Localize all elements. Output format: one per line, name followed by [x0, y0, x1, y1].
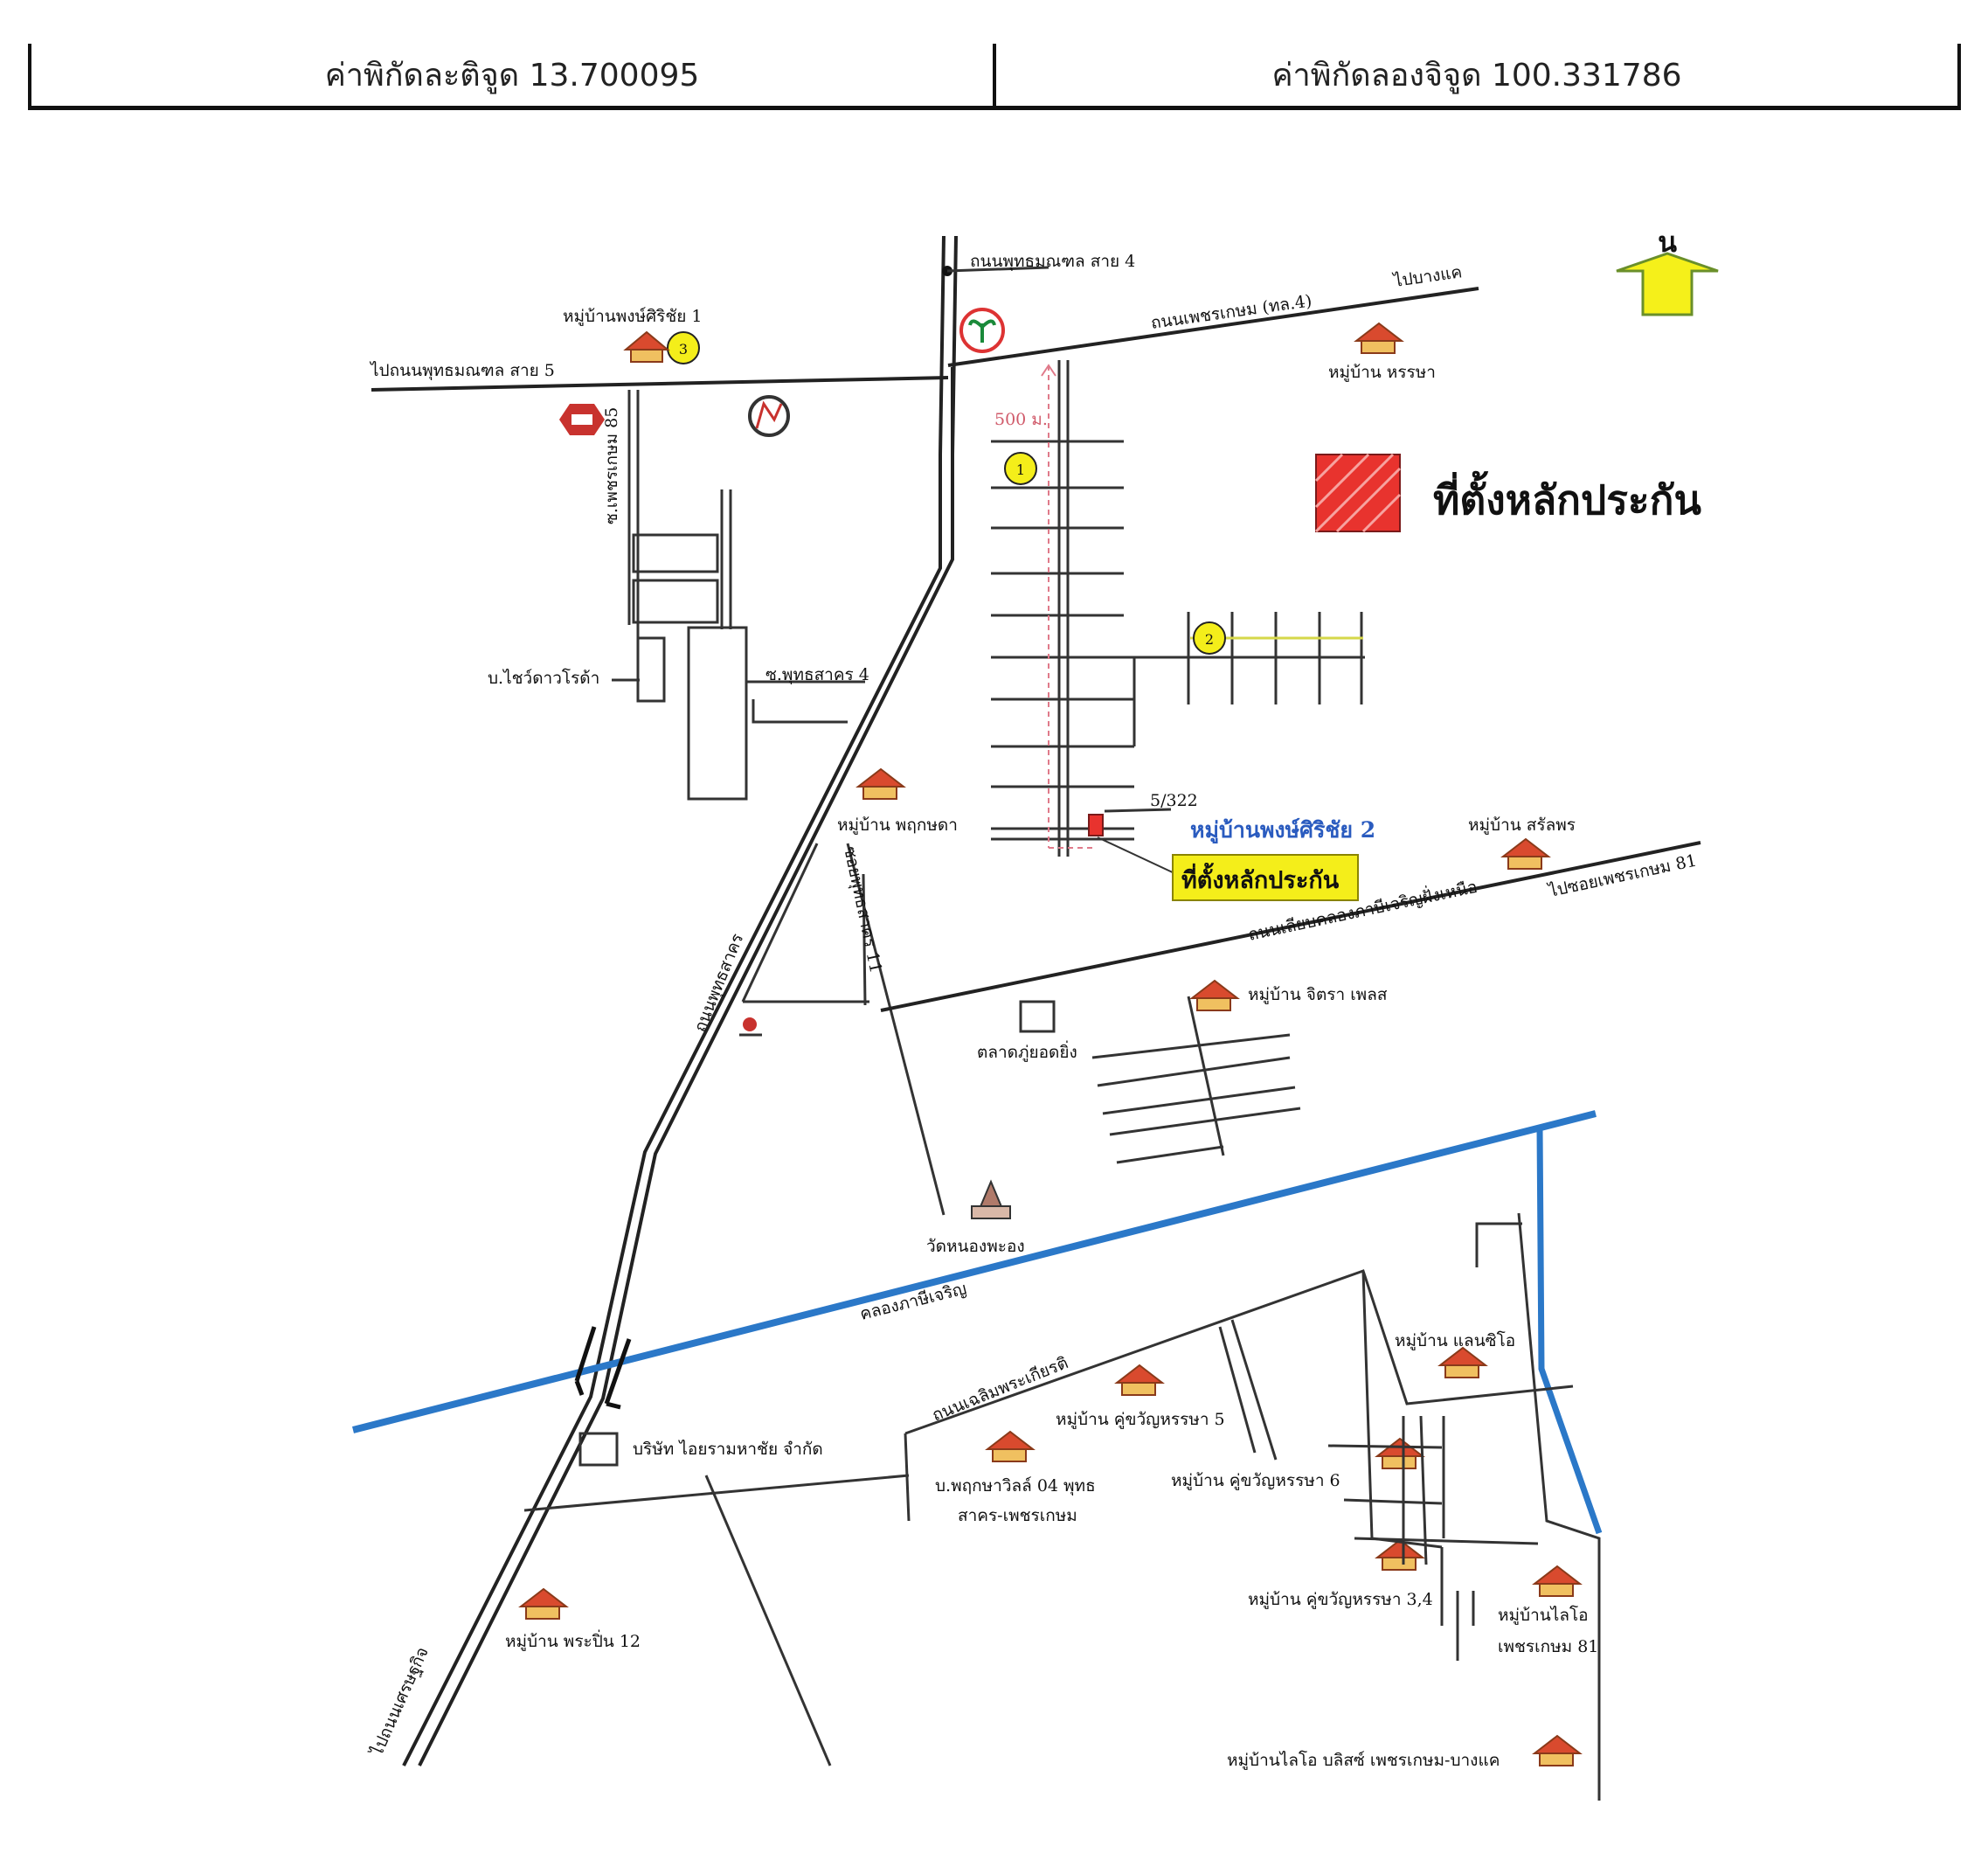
house-icon	[1375, 1538, 1425, 1571]
house-icon	[1375, 1437, 1425, 1469]
label-praphin-12: หมู่บ้าน พระปิ่น 12	[505, 1629, 641, 1651]
collateral-plot	[1088, 814, 1104, 836]
house-icon	[1354, 322, 1404, 354]
gas-station-icon	[748, 395, 790, 437]
label-laio-bliss: หมู่บ้านไลโอ บลิสซ์ เพชรเกษม-บางแค	[1227, 1750, 1500, 1770]
market-icon	[1019, 1000, 1056, 1033]
village-highlight: หมู่บ้านพงษ์ศิริชัย 2	[1190, 817, 1375, 844]
label-soi-phetkasem-85: ซ.เพชรเกษม 85	[602, 407, 621, 524]
svg-text:3: 3	[679, 341, 688, 357]
label-to-bangkhae: ไปบางแค	[1391, 262, 1464, 291]
north-letter: น	[1658, 226, 1677, 259]
store-icon	[559, 404, 605, 435]
label-buddhamonthon-4: ถนนพุทธมณฑล สาย 4	[970, 252, 1135, 272]
coordinate-bar: ค่าพิกัดละติจูด 13.700095 ค่าพิกัดลองจิจ…	[28, 44, 1961, 110]
house-icon	[623, 330, 670, 363]
house-icon	[1437, 1346, 1488, 1378]
label-kuchewan-34: หมู่บ้าน คู่ขวัญหรรษา 3,4	[1248, 1590, 1433, 1609]
label-chaloem-phrakiat: ถนนเฉลิมพระเกียรติ	[930, 1353, 1071, 1425]
label-to-buddhamonthon-5: ไปถนนพุทธมณฑล สาย 5	[369, 361, 555, 381]
bank-icon	[959, 308, 1005, 353]
label-soi-phutthasakhon-11: ซอยพุทธสาคร 11	[839, 844, 885, 975]
north-arrow-icon: น	[1616, 226, 1719, 316]
house-icon	[1532, 1734, 1583, 1766]
longitude-label: ค่าพิกัดลองจิจูด 100.331786	[993, 44, 1957, 106]
label-phruksa: หมู่บ้าน พฤกษดา	[837, 816, 958, 835]
collateral-callout: ที่ตั้งหลักประกัน	[1181, 862, 1340, 894]
scale-label: 500 ม.	[994, 410, 1048, 429]
label-laio-1: หมู่บ้านไลโอ	[1498, 1605, 1589, 1625]
house-icon	[518, 1587, 569, 1620]
canal-branch	[1536, 1127, 1603, 1535]
label-laio-2: เพชรเกษม 81	[1498, 1637, 1598, 1656]
house-icon	[1532, 1565, 1583, 1597]
house-icon	[985, 1430, 1036, 1462]
road-phutthasakhon-a	[418, 367, 954, 1766]
label-company: บริษัท ไอยรามหาชัย จำกัด	[633, 1440, 823, 1459]
house-icon	[1189, 979, 1240, 1011]
subdivision-grid	[991, 360, 1365, 857]
house-icon	[1500, 837, 1551, 870]
label-chaiwat: บ.ไชว์ดาวโรด้า	[488, 668, 599, 688]
marker-3: 3	[667, 331, 700, 364]
marker-1: 1	[1004, 452, 1037, 485]
svg-text:1: 1	[1016, 462, 1025, 478]
label-to-setthakit: ไปถนนเศรษฐกิจ	[367, 1644, 433, 1760]
svg-text:2: 2	[1205, 631, 1214, 648]
collateral-callout-box	[1172, 854, 1359, 901]
label-phruksa-villa-1: บ.พฤกษาวิลล์ 04 พุทธ	[935, 1476, 1096, 1496]
canal-phasi-charoen	[352, 1110, 1597, 1433]
restaurant-icon	[739, 1017, 762, 1037]
road-canal-north	[880, 841, 1701, 1012]
company-icon	[578, 1432, 619, 1467]
collateral-legend: ที่ตั้งหลักประกัน	[1314, 453, 1701, 533]
label-soi-phutthasakhon-4: ซ.พุทธสาคร 4	[765, 665, 869, 685]
scale-bar: 500 ม.	[994, 364, 1092, 849]
road-buddhamonthon-5	[371, 376, 949, 392]
bridge-icon	[574, 1326, 632, 1410]
latitude-label: ค่าพิกัดละติจูด 13.700095	[324, 58, 700, 94]
label-phruksa-villa-2: สาคร-เพชรเกษม	[958, 1506, 1077, 1525]
label-kuchewan-6: หมู่บ้าน คู่ขวัญหรรษา 6	[1171, 1471, 1340, 1490]
marker-2: 2	[1193, 621, 1226, 655]
label-pongsirichai-1: หมู่บ้านพงษ์ศิริชัย 1	[563, 307, 703, 326]
label-phetkasem: ถนนเพชรเกษม (ทล.4)	[1150, 291, 1313, 333]
label-sanpon: หมู่บ้าน สรัลพร	[1468, 816, 1576, 835]
label-wat: วัดหนองพะอง	[926, 1237, 1025, 1256]
label-land-city: หมู่บ้าน แลนซิโอ	[1395, 1330, 1515, 1350]
label-hansa: หมู่บ้าน หรรษา	[1328, 363, 1436, 382]
collateral-legend-title: ที่ตั้งหลักประกัน	[1433, 470, 1701, 524]
house-icon	[855, 767, 906, 800]
label-kuchewan-5: หมู่บ้าน คู่ขวัญหรรษา 5	[1056, 1410, 1225, 1429]
road-phetkasem	[947, 287, 1479, 367]
address-label: 5/322	[1150, 791, 1198, 810]
label-market: ตลาดภู่ยอดยิ่ง	[977, 1040, 1077, 1062]
label-chitra-place: หมู่บ้าน จิตรา เพลส	[1248, 985, 1388, 1004]
temple-icon	[971, 1179, 1011, 1219]
house-icon	[1114, 1364, 1165, 1396]
house-icons	[518, 322, 1583, 1766]
